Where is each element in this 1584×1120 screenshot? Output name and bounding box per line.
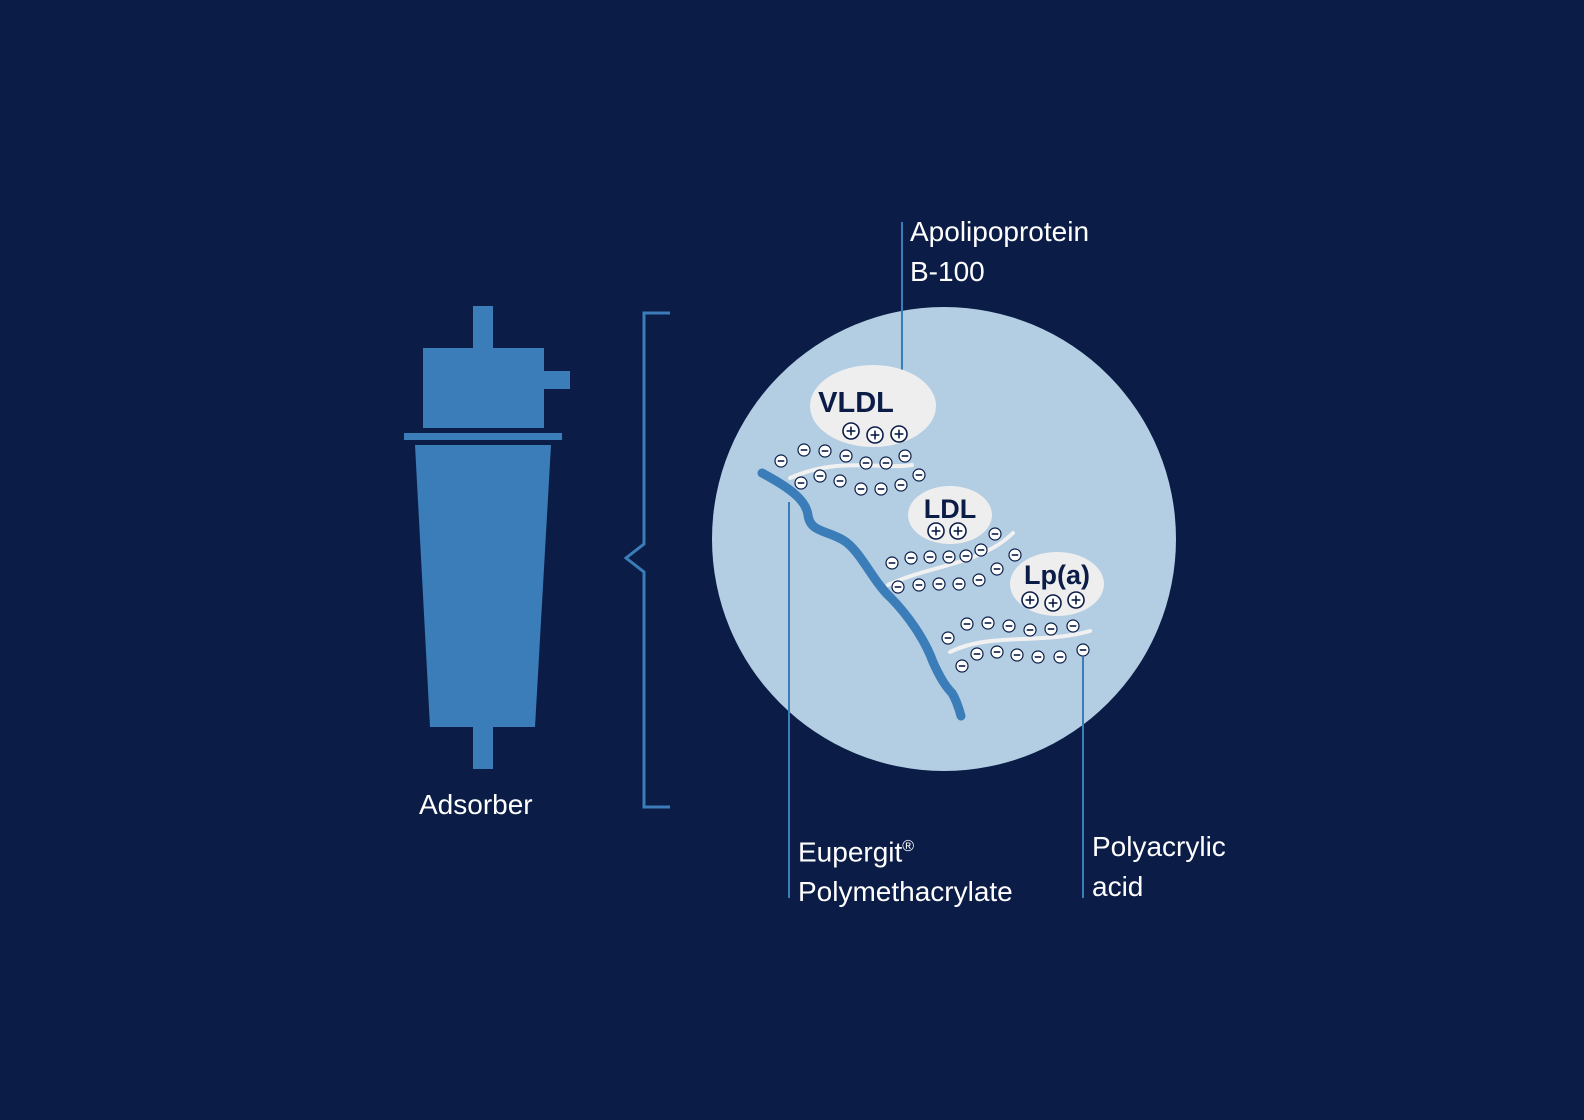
plus-circle-icon <box>1021 591 1039 609</box>
minus-circle-icon <box>990 562 1004 576</box>
minus-circle-icon <box>839 449 853 463</box>
minus-circle-icon <box>923 550 937 564</box>
minus-circle-icon <box>1053 650 1067 664</box>
eupergit-label-line2: Polymethacrylate <box>798 876 1013 908</box>
eupergit-name: Eupergit <box>798 836 903 868</box>
minus-circle-icon <box>941 631 955 645</box>
eupergit-label-line1: Eupergit® <box>798 827 1013 872</box>
minus-circle-icon <box>1076 643 1090 657</box>
apolipoprotein-label-line2: B-100 <box>910 256 985 287</box>
minus-circle-icon <box>1031 650 1045 664</box>
minus-circle-icon <box>912 468 926 482</box>
minus-circle-icon <box>1010 648 1024 662</box>
polyacrylic-label: Polyacrylic acid <box>1092 827 1226 907</box>
adsorber-label: Adsorber <box>419 789 533 820</box>
plus-circle-icon <box>890 425 908 443</box>
minus-circle-icon <box>874 482 888 496</box>
minus-circle-icon <box>990 645 1004 659</box>
minus-circle-icon <box>932 577 946 591</box>
minus-circle-icon <box>1008 548 1022 562</box>
negative-charges <box>774 443 1090 673</box>
minus-circle-icon <box>942 550 956 564</box>
vldl-label: VLDL <box>818 387 894 419</box>
minus-circle-icon <box>813 469 827 483</box>
minus-circle-icon <box>794 476 808 490</box>
minus-circle-icon <box>1066 619 1080 633</box>
minus-circle-icon <box>797 443 811 457</box>
plus-circle-icon <box>866 426 884 444</box>
plus-circle-icon <box>1044 594 1062 612</box>
plus-circle-icon <box>949 522 967 540</box>
minus-circle-icon <box>960 617 974 631</box>
curly-bracket <box>623 311 670 809</box>
ldl-particle: LDL <box>908 486 992 544</box>
minus-circle-icon <box>859 456 873 470</box>
minus-circle-icon <box>972 573 986 587</box>
minus-circle-icon <box>1044 622 1058 636</box>
minus-circle-icon <box>879 456 893 470</box>
minus-circle-icon <box>912 578 926 592</box>
vldl-particle: VLDL <box>810 365 936 447</box>
polyacrylic-label-line1: Polyacrylic <box>1092 831 1226 862</box>
apolipoprotein-label: Apolipoprotein B-100 <box>910 212 1089 292</box>
minus-circle-icon <box>818 444 832 458</box>
minus-circle-icon <box>974 543 988 557</box>
ldl-label: LDL <box>924 494 976 524</box>
minus-circle-icon <box>955 659 969 673</box>
plus-circle-icon <box>927 522 945 540</box>
minus-circle-icon <box>904 551 918 565</box>
apolipoprotein-label-line1: Apolipoprotein <box>910 216 1090 247</box>
minus-circle-icon <box>981 616 995 630</box>
minus-circle-icon <box>898 449 912 463</box>
minus-circle-icon <box>774 454 788 468</box>
plus-circle-icon <box>842 422 860 440</box>
minus-circle-icon <box>970 647 984 661</box>
eupergit-label: Eupergit® Polymethacrylate <box>798 827 1013 912</box>
minus-circle-icon <box>854 482 868 496</box>
positive-charges <box>842 422 1085 612</box>
minus-circle-icon <box>833 474 847 488</box>
minus-circle-icon <box>959 549 973 563</box>
polyacrylic-acid-chains <box>788 463 1092 654</box>
lpa-label: Lp(a) <box>1024 560 1090 590</box>
minus-circle-icon <box>885 556 899 570</box>
minus-circle-icon <box>952 577 966 591</box>
polyacrylic-label-line2: acid <box>1092 871 1144 902</box>
plus-circle-icon <box>1067 591 1085 609</box>
minus-circle-icon <box>891 580 905 594</box>
minus-circle-icon <box>1023 623 1037 637</box>
adsorber-column-icon <box>404 306 570 769</box>
minus-circle-icon <box>1002 619 1016 633</box>
registered-mark: ® <box>902 838 915 855</box>
minus-circle-icon <box>988 527 1002 541</box>
eupergit-polymethacrylate-strand <box>757 468 966 721</box>
minus-circle-icon <box>894 478 908 492</box>
